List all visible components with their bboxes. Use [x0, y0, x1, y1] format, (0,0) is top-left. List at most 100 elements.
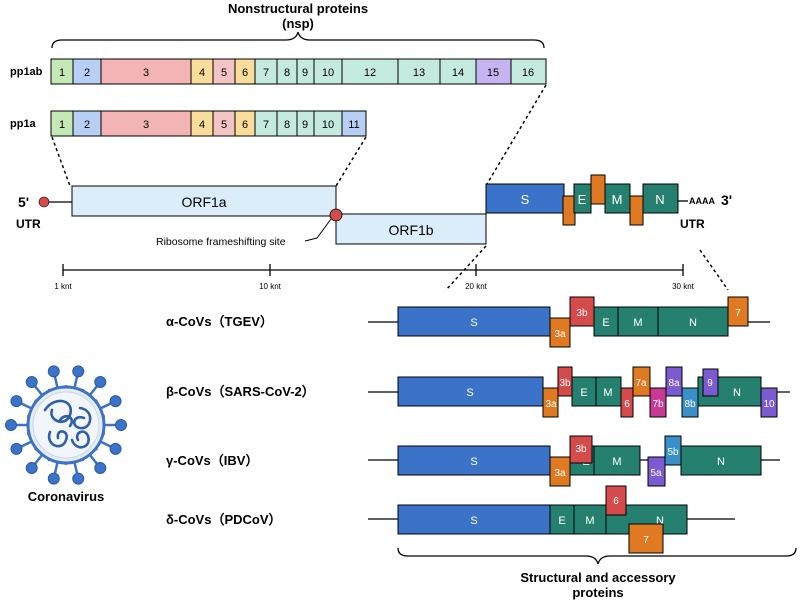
genome-orange-3a: [562, 195, 576, 226]
delta-6-gene-front: [605, 485, 627, 516]
alpha-s-label: S: [470, 317, 477, 329]
delta-7-label: 7: [643, 535, 649, 546]
gamma-m-label: M: [612, 456, 621, 468]
beta-6-label: 6: [624, 399, 630, 410]
genome-m-label: M: [612, 192, 623, 207]
species-beta-label: β-CoVs（SARS-CoV-2）: [166, 384, 315, 399]
cap-dot: [38, 196, 50, 208]
alpha-3b-label: 3b: [576, 308, 588, 319]
pp1a-nsp6-label: 6: [242, 119, 248, 131]
pp1ab-nsp10-label: 10: [322, 67, 334, 79]
scale-bar: 1 knt 10 knt 20 knt 30 knt: [54, 264, 695, 291]
spike-head: [47, 365, 60, 378]
pp1a-nsp5-label: 5: [221, 119, 227, 131]
beta-e-label: E: [580, 387, 587, 399]
genome-n-label: N: [655, 192, 664, 207]
pp1ab-nsp2-label: 2: [84, 67, 90, 79]
alpha-3a-label: 3a: [554, 329, 566, 340]
pp1a-nsp3-label: 3: [143, 119, 149, 131]
spike-head: [109, 395, 122, 408]
spike-head: [109, 442, 122, 455]
species-gamma-map: S 3a E 3b M 5a 5b N: [368, 435, 780, 487]
beta-m-label: M: [603, 387, 612, 399]
pp1ab-nsp4-label: 4: [199, 67, 205, 79]
beta-e-gene: [571, 376, 597, 407]
genome-m-gene: [604, 183, 631, 214]
pp1a-nsp10-label: 10: [322, 119, 334, 131]
spike-head: [47, 472, 60, 485]
beta-3a-gene: [542, 387, 559, 418]
pp1ab-nsp12-label: 12: [364, 67, 376, 79]
spike-head: [10, 442, 23, 455]
beta-7a-label: 7a: [635, 378, 647, 389]
beta-10-label: 10: [763, 399, 775, 410]
beta-8a-gene: [665, 366, 683, 397]
alpha-m-gene: [617, 306, 659, 337]
gamma-n-label: N: [717, 456, 725, 468]
alpha-e-gene: [593, 306, 619, 337]
pp1ab-nsp3-label: 3: [143, 67, 149, 79]
spike-head: [94, 462, 107, 475]
pp1ab-nsp7-label: 7: [263, 67, 269, 79]
pp1ab-nsp8-label: 8: [284, 67, 290, 79]
spike-head: [25, 375, 38, 388]
pp1a-nsp11: [341, 110, 367, 137]
gamma-s-gene: [397, 445, 551, 476]
beta-6-gene: [620, 387, 634, 418]
pp1a-nsp7-label: 7: [263, 119, 269, 131]
pp1ab-nsp5-label: 5: [221, 67, 227, 79]
scale-tick-label: 30 knt: [672, 282, 695, 291]
genome-n-gene: [642, 183, 679, 214]
nsp-brace: [51, 31, 545, 49]
pp1ab-nsp6-label: 6: [242, 67, 248, 79]
polyA-label: AAAA: [689, 196, 715, 206]
alpha-n-label: N: [689, 317, 697, 329]
gamma-s-label: S: [470, 456, 477, 468]
coronavirus-illustration: [5, 365, 127, 485]
three-prime-label: 3': [721, 192, 732, 208]
alpha-e-label: E: [602, 317, 609, 329]
pp1a-nsp3: [100, 110, 192, 137]
pp1ab-nsp13-label: 13: [413, 67, 425, 79]
species-alpha-map: S 3a 3b E M N 7: [368, 296, 770, 348]
pp1a-nsp2: [72, 110, 102, 137]
gamma-3b-gene: [569, 435, 593, 464]
beta-3b-label: 3b: [559, 378, 571, 389]
gamma-n-gene: [680, 445, 762, 476]
spike-head: [72, 472, 85, 485]
spike-head: [10, 395, 23, 408]
beta-s-gene: [397, 376, 544, 407]
orf1b-label: ORF1b: [388, 222, 433, 238]
pp1ab-nsp13: [397, 58, 441, 85]
structural-title-line2: proteins: [572, 585, 623, 600]
beta-7b-label: 7b: [652, 399, 664, 410]
beta-8a-label: 8a: [668, 378, 680, 389]
beta-s-label: S: [466, 387, 473, 399]
pp1ab-nsp14: [439, 58, 477, 85]
utr-right-label: UTR: [680, 217, 705, 231]
species-beta-map: S 3a 3b E M 6 7a 7b 8a 8b 9 9 N 10: [368, 366, 790, 418]
genome-s-label: S: [521, 192, 530, 207]
orf1b-block: [335, 213, 487, 245]
delta-e-label: E: [558, 515, 565, 527]
projection-line: [699, 249, 729, 291]
nsp-title-line2: (nsp): [282, 16, 314, 31]
utr-left-label: UTR: [16, 217, 41, 231]
genome-orange-mid: [590, 174, 606, 205]
beta-10-gene: [760, 387, 778, 418]
pp1a-nsp2-label: 2: [84, 119, 90, 131]
virus-rna: [43, 399, 92, 449]
alpha-7-gene: [727, 296, 749, 327]
projection-line: [335, 136, 367, 187]
structural-title-line1: Structural and accessory: [520, 570, 676, 585]
spike-head: [72, 365, 85, 378]
alpha-3b-gene: [569, 296, 595, 327]
delta-s-label: S: [470, 515, 477, 527]
delta-m-label: M: [585, 515, 594, 527]
genome-orange-right: [629, 195, 644, 226]
species-delta-label: δ-CoVs（PDCoV）: [166, 512, 282, 527]
species-delta-map: S E M 6 6 N 7: [368, 485, 735, 554]
structural-brace: [397, 547, 797, 565]
species-alpha-label: α-CoVs（TGEV）: [166, 314, 273, 329]
